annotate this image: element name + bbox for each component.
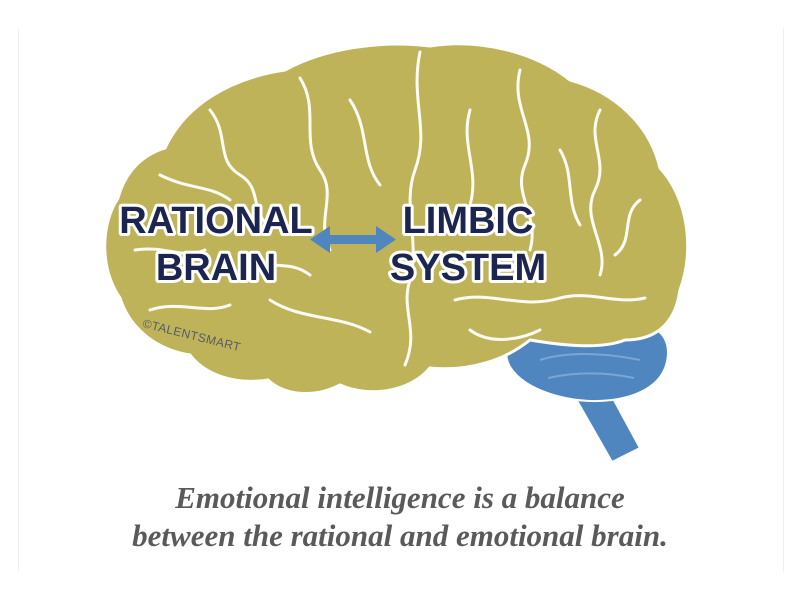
brain-folds <box>133 50 647 367</box>
limbic-label-line1: LIMBIC <box>403 200 534 242</box>
rational-label-line1: RATIONAL <box>119 200 313 242</box>
caption-line-1: Emotional intelligence is a balance <box>175 480 625 515</box>
limbic-label-line2: SYSTEM <box>390 247 546 289</box>
rational-label-line2: BRAIN <box>156 247 276 289</box>
cerebellum-fold <box>539 353 641 379</box>
bidirectional-arrow <box>310 226 396 253</box>
cerebrum <box>103 42 690 395</box>
caption-line-2: between the rational and emotional brain… <box>132 518 668 553</box>
